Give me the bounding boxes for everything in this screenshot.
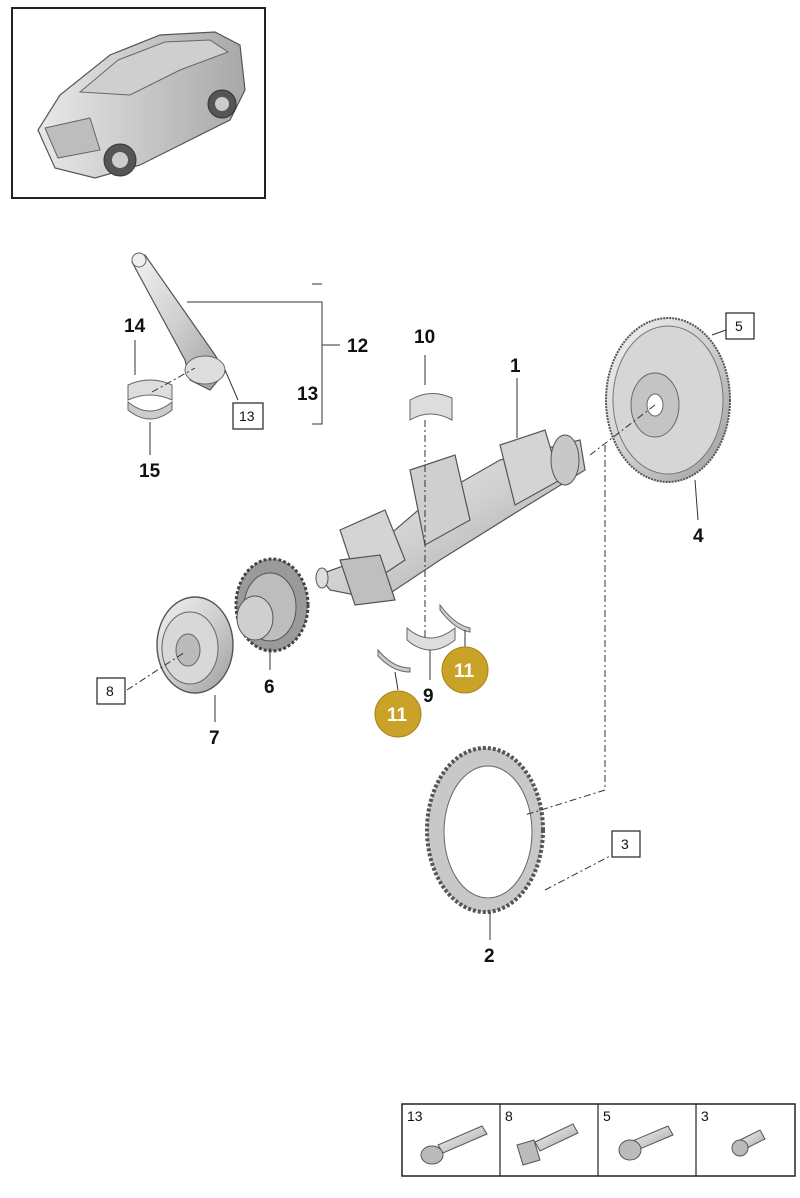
boxed-ref-3: 3 [611,830,641,858]
callout-15: 15 [139,461,161,482]
damper-pulley [156,596,234,694]
badge-11-left: 11 [374,690,422,738]
svg-text:5: 5 [735,318,743,334]
svg-text:3: 3 [621,836,629,852]
svg-text:11: 11 [387,705,408,726]
suv-image [37,31,246,179]
callout-2: 2 [484,946,495,967]
callout-1: 1 [510,356,521,377]
bolt-13-icon [420,1125,488,1165]
flywheel [605,317,731,483]
hardware-ref-13: 13 [407,1108,423,1124]
hardware-table: 13 8 5 3 [401,1103,796,1177]
callout-10: 10 [414,327,435,348]
svg-text:8: 8 [106,683,114,699]
svg-text:11: 11 [454,661,475,682]
bolt-5-icon [618,1125,674,1161]
boxed-ref-5: 5 [725,312,755,340]
callout-4: 4 [693,526,704,547]
svg-text:13: 13 [239,408,255,424]
hardware-ref-3: 3 [701,1108,709,1124]
hardware-ref-5: 5 [603,1108,611,1124]
callout-7: 7 [209,728,220,749]
bolt-3-icon [731,1129,766,1157]
callout-14: 14 [124,316,146,337]
callout-9: 9 [423,686,434,707]
boxed-ref-13: 13 [232,402,264,430]
callout-6: 6 [264,677,275,698]
rod-bearing-shell [127,379,173,420]
badge-11-right: 11 [441,646,489,694]
bolt-8-icon [516,1123,579,1166]
callout-13: 13 [297,384,318,405]
reluctor-ring [425,746,545,914]
hardware-ref-8: 8 [505,1108,513,1124]
callout-12: 12 [347,336,368,357]
main-bearing-shells [377,393,471,673]
vehicle-thumbnail [11,7,266,199]
boxed-ref-8: 8 [96,677,126,705]
crankshaft [315,429,586,606]
connecting-rod [131,252,226,391]
crankshaft-gear [234,557,310,653]
